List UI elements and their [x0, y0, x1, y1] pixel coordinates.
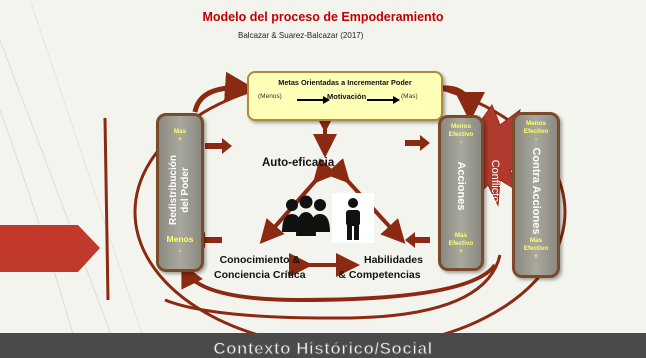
- conflict-label: Conflicto: [489, 159, 501, 203]
- group-of-people-icon: [282, 195, 330, 236]
- redistribution-less: Menos-: [166, 234, 194, 255]
- motivation-arrow-right: [367, 96, 400, 104]
- citation: Balcazar & Suarez-Balcazar (2017): [238, 31, 364, 40]
- knowledge-label: Conocimiento &Conciencia Crítica: [214, 254, 306, 281]
- actions-label: Acciones: [455, 161, 467, 211]
- redistribution-more: Mas+: [173, 128, 187, 143]
- person-icon: [332, 193, 374, 243]
- goals-less-label: (Menos): [258, 93, 282, 100]
- goals-motivation-label: Motivación: [327, 92, 367, 101]
- skills-label: Habilidades& Competencias: [338, 254, 423, 281]
- diagram-title: Modelo del proceso de Empoderamiento: [202, 10, 444, 24]
- goals-more-label: (Mas): [401, 93, 418, 100]
- self-efficacy-label: Auto-eficacia: [262, 157, 335, 169]
- goals-box: Metas Orientadas a Incrementar Poder (Me…: [247, 71, 443, 121]
- motivation-arrow-left: [297, 96, 330, 104]
- context-banner: Contexto Histórico/Social: [213, 339, 433, 358]
- bottom-bar: [0, 333, 646, 358]
- goals-box-title: Metas Orientadas a Incrementar Poder: [278, 78, 412, 87]
- left-tab-chevron: [0, 225, 100, 272]
